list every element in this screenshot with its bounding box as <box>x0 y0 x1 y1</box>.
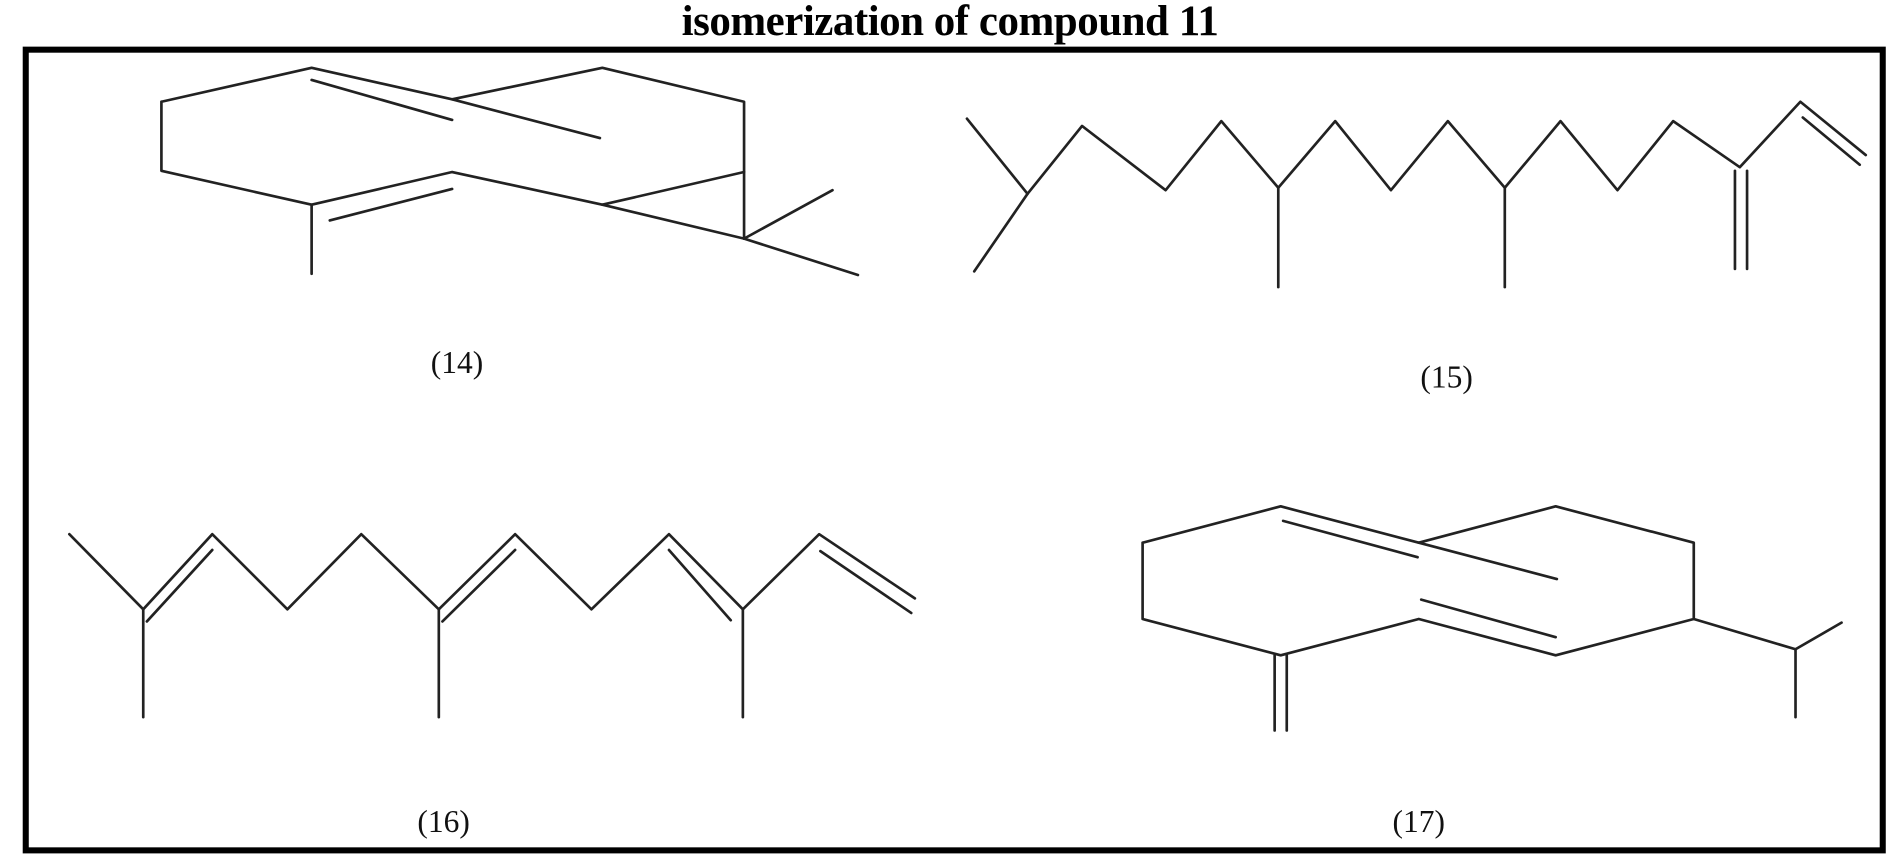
compound-label-14: (14) <box>431 345 483 380</box>
structure-15: (15) <box>965 100 1868 395</box>
compound-label-15: (15) <box>1420 360 1472 395</box>
figure-border <box>22 46 1886 854</box>
structure-16: (16) <box>68 532 917 839</box>
structure-17: (17) <box>1141 505 1843 839</box>
compound-label-16: (16) <box>417 804 469 839</box>
structure-14: (14) <box>160 66 860 380</box>
figure-title: isomerization of compound 11 <box>681 0 1219 45</box>
compound-label-17: (17) <box>1393 804 1445 839</box>
